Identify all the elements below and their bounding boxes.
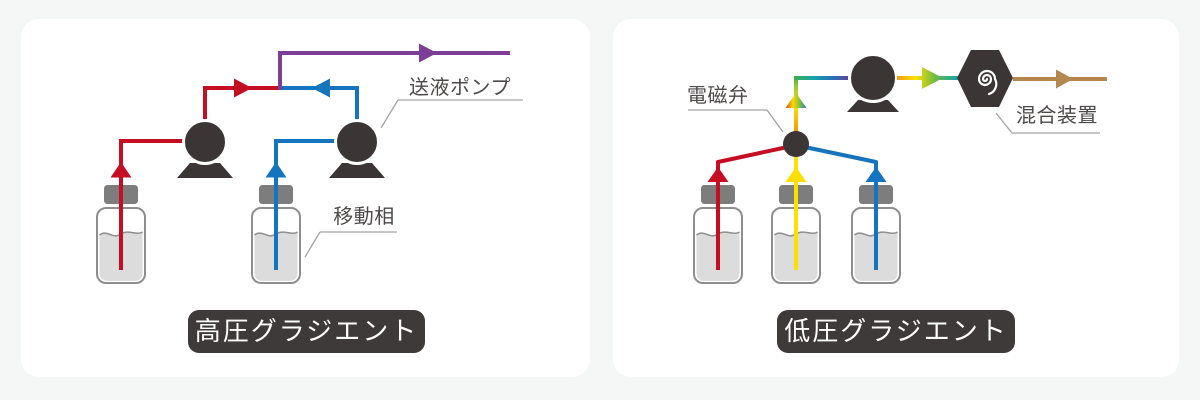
- pump-base: [847, 100, 899, 112]
- flow-arrow: [785, 93, 807, 108]
- pump-icon: [847, 53, 899, 112]
- solenoid-valve-label: 電磁弁: [687, 85, 749, 107]
- flow-arrow: [110, 162, 132, 178]
- mixer-icon: [957, 50, 1013, 107]
- flow-arrow: [234, 78, 252, 98]
- flow-red: [110, 78, 280, 270]
- mixer-label: 混合装置: [1016, 105, 1098, 127]
- leader-lines-left: [304, 99, 523, 258]
- flow-blue: [265, 78, 359, 270]
- flow-gradient: [785, 76, 851, 133]
- pump-base: [177, 163, 233, 178]
- flow-blue: [799, 144, 887, 270]
- flow-arrow: [707, 167, 729, 182]
- pump-label: 送液ポンプ: [409, 77, 511, 99]
- flow-arrow: [1056, 69, 1073, 89]
- flow-purple: [278, 43, 510, 90]
- pump-head: [848, 53, 898, 103]
- flow-gradient-out: [897, 67, 958, 89]
- pump-icon: [177, 119, 233, 178]
- flow-arrow: [312, 78, 330, 98]
- flow-arrow: [922, 67, 943, 89]
- flow-red: [707, 144, 793, 270]
- pump-base: [329, 163, 385, 178]
- pump-icon: [329, 119, 385, 178]
- flow-arrow: [785, 167, 807, 182]
- high-pressure-gradient-badge: 高圧グラジエント: [188, 310, 425, 353]
- pump-head: [182, 119, 228, 165]
- mobile-phase-label: 移動相: [333, 206, 395, 228]
- flow-yellow: [785, 150, 807, 270]
- flow-arrow: [865, 167, 887, 182]
- leader-lines-right: [688, 109, 1100, 134]
- low-pressure-gradient-badge: 低圧グラジエント: [777, 310, 1015, 353]
- flow-brown: [1013, 69, 1107, 89]
- flow-arrow: [419, 43, 437, 63]
- solenoid-valve-icon: [783, 131, 809, 157]
- mixer-spiral: [977, 69, 998, 96]
- pump-head: [334, 119, 380, 165]
- flow-arrow: [265, 162, 287, 178]
